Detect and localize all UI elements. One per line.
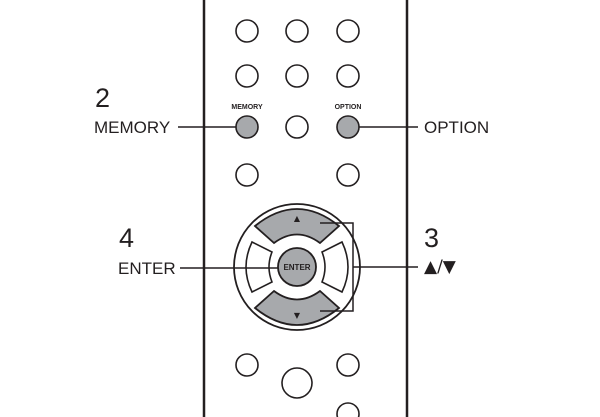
up-button	[253, 208, 341, 245]
remote-key	[336, 19, 360, 43]
remote-key	[336, 353, 360, 377]
cursor-pad: ENTER ▲ ▼	[233, 203, 361, 331]
enter-key-label: ENTER	[283, 263, 310, 272]
down-button	[253, 289, 341, 326]
remote-key	[285, 19, 309, 43]
remote-key	[235, 163, 259, 187]
remote-key	[336, 163, 360, 187]
memory-key-label: MEMORY	[231, 104, 263, 111]
remote-key	[235, 64, 259, 88]
enter-callout-label: ENTER	[118, 259, 176, 278]
left-button	[245, 240, 274, 294]
option-callout-label: OPTION	[424, 118, 490, 137]
remote-key	[285, 64, 309, 88]
option-button	[336, 115, 360, 139]
remote-key	[285, 115, 309, 139]
remote-key	[235, 353, 259, 377]
enter-step-number: 4	[119, 223, 135, 253]
remote-key	[235, 19, 259, 43]
up-arrow-icon: ▲	[294, 214, 301, 223]
memory-step-number: 2	[95, 83, 111, 113]
down-arrow-icon: ▼	[294, 311, 301, 320]
option-key-label: OPTION	[335, 104, 362, 111]
memory-button	[235, 115, 259, 139]
arrows-callout-label: ▲/▼	[424, 257, 456, 277]
remote-key	[336, 402, 360, 417]
right-button	[320, 240, 349, 294]
remote-key	[336, 64, 360, 88]
arrows-step-number: 3	[424, 223, 440, 253]
enter-button	[277, 247, 317, 287]
memory-callout-label: MEMORY	[94, 118, 171, 137]
remote-key	[281, 367, 313, 399]
